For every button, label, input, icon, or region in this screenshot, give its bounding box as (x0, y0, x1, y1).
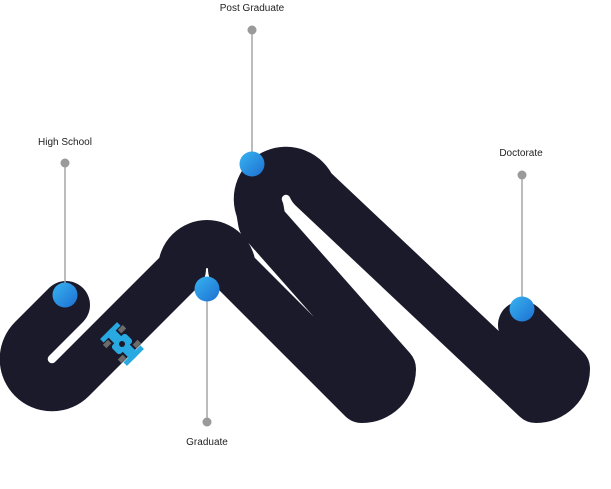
pin-doctorate (517, 170, 527, 309)
label-doctorate: Doctorate (499, 148, 543, 159)
road-track (0, 146, 590, 423)
marker-graduate (194, 276, 220, 302)
pin-graduate (202, 289, 212, 427)
marker-doctorate (509, 296, 535, 322)
race-car-icon (100, 322, 144, 366)
marker-post-graduate (239, 151, 265, 177)
label-post-graduate: Post Graduate (219, 3, 285, 14)
marker-high-school (52, 282, 78, 308)
pin-high-school (60, 158, 70, 296)
pin-post-graduate (247, 25, 257, 164)
label-graduate: Graduate (186, 437, 228, 448)
label-high-school: High School (38, 137, 92, 148)
